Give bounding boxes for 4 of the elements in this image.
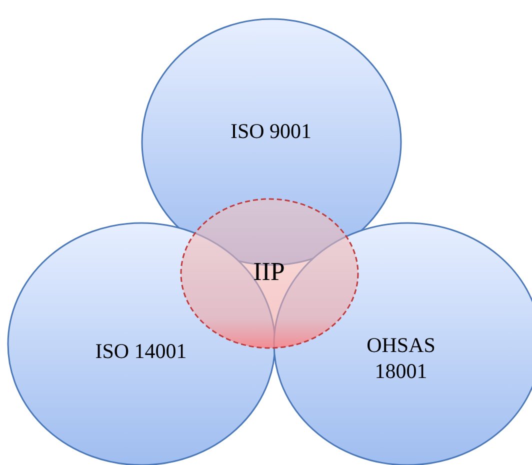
- standard-label: OHSAS 18001: [366, 332, 436, 384]
- standard-label: ISO 14001: [94, 338, 188, 364]
- standard-label: IIP: [252, 256, 286, 288]
- standard-label: ISO 9001: [229, 118, 313, 144]
